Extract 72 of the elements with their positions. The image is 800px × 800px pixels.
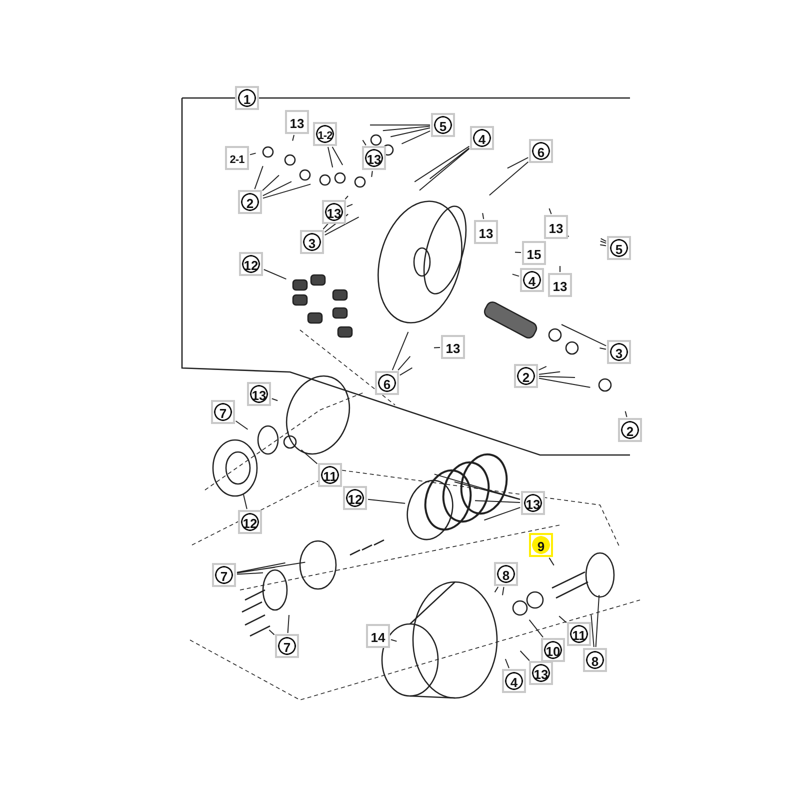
leader-line [271, 398, 278, 402]
callout-number: 9 [529, 533, 553, 557]
callout-number: 11 [318, 463, 342, 487]
leader-line [268, 614, 290, 636]
leader-line [390, 639, 398, 642]
callout-number: 5 [431, 113, 455, 137]
callout-number: 13 [322, 200, 346, 224]
leader-line [528, 619, 544, 638]
leader-line [494, 586, 504, 596]
callout-number: 1-2 [313, 122, 337, 146]
callout-number: 6 [375, 371, 399, 395]
callout-number: 15 [522, 241, 546, 265]
callout-number: 2-1 [225, 146, 249, 170]
callout-number: 7 [275, 634, 299, 658]
leader-line [488, 157, 529, 196]
callout-number: 7 [212, 563, 236, 587]
leader-line [434, 474, 521, 521]
callout-number: 4 [502, 669, 526, 693]
callout-number: 3 [300, 230, 324, 254]
leader-line [292, 134, 294, 142]
leader-line [514, 252, 522, 253]
leader-line [344, 196, 353, 208]
callout-number: 13 [441, 335, 465, 359]
callout-number: 6 [529, 139, 553, 163]
leader-line [235, 420, 248, 430]
callout-number: 13 [548, 273, 572, 297]
callout-number: 13 [474, 220, 498, 244]
leader-line [538, 366, 591, 388]
leader-line [561, 324, 607, 350]
callout-number: 14 [366, 624, 390, 648]
leader-line [370, 124, 431, 144]
callout-number: 4 [520, 268, 544, 292]
leader-line [236, 562, 306, 575]
leader-line [368, 498, 406, 504]
leader-line [520, 650, 530, 662]
callout-number: 1 [235, 86, 259, 110]
leader-line [600, 238, 607, 246]
leader-line [392, 331, 413, 376]
callout-number: 13 [362, 146, 386, 170]
leader-line [512, 274, 520, 277]
leader-line [504, 658, 510, 669]
callout-number: 8 [494, 562, 518, 586]
callout-number: 13 [285, 110, 309, 134]
leader-line [414, 146, 470, 191]
callout-number: 3 [607, 340, 631, 364]
callout-number: 8 [583, 648, 607, 672]
leader-line [434, 347, 440, 348]
callout-number: 4 [470, 126, 494, 150]
leader-line [300, 449, 318, 464]
leader-line [243, 494, 248, 510]
callout-number: 13 [529, 661, 553, 685]
leader-line [482, 212, 484, 220]
leader-line [254, 166, 312, 199]
callout-number: 10 [541, 638, 565, 662]
callout-number: 7 [211, 400, 235, 424]
leader-line [263, 269, 287, 280]
callout-number: 13 [521, 491, 545, 515]
leader-line [624, 410, 628, 418]
leader-line [249, 152, 256, 156]
leader-line [362, 140, 373, 178]
leader-line [322, 214, 360, 236]
leader-line [548, 557, 554, 566]
callout-number: 5 [607, 236, 631, 260]
leader-line [328, 146, 344, 168]
callout-number: 2 [238, 190, 262, 214]
callout-number: 2 [618, 418, 642, 442]
leader-line [558, 616, 567, 624]
callout-number: 2 [514, 364, 538, 388]
callout-number: 11 [567, 622, 591, 646]
callout-number: 13 [544, 215, 568, 239]
leader-line [590, 594, 600, 648]
callout-number: 13 [247, 382, 271, 406]
